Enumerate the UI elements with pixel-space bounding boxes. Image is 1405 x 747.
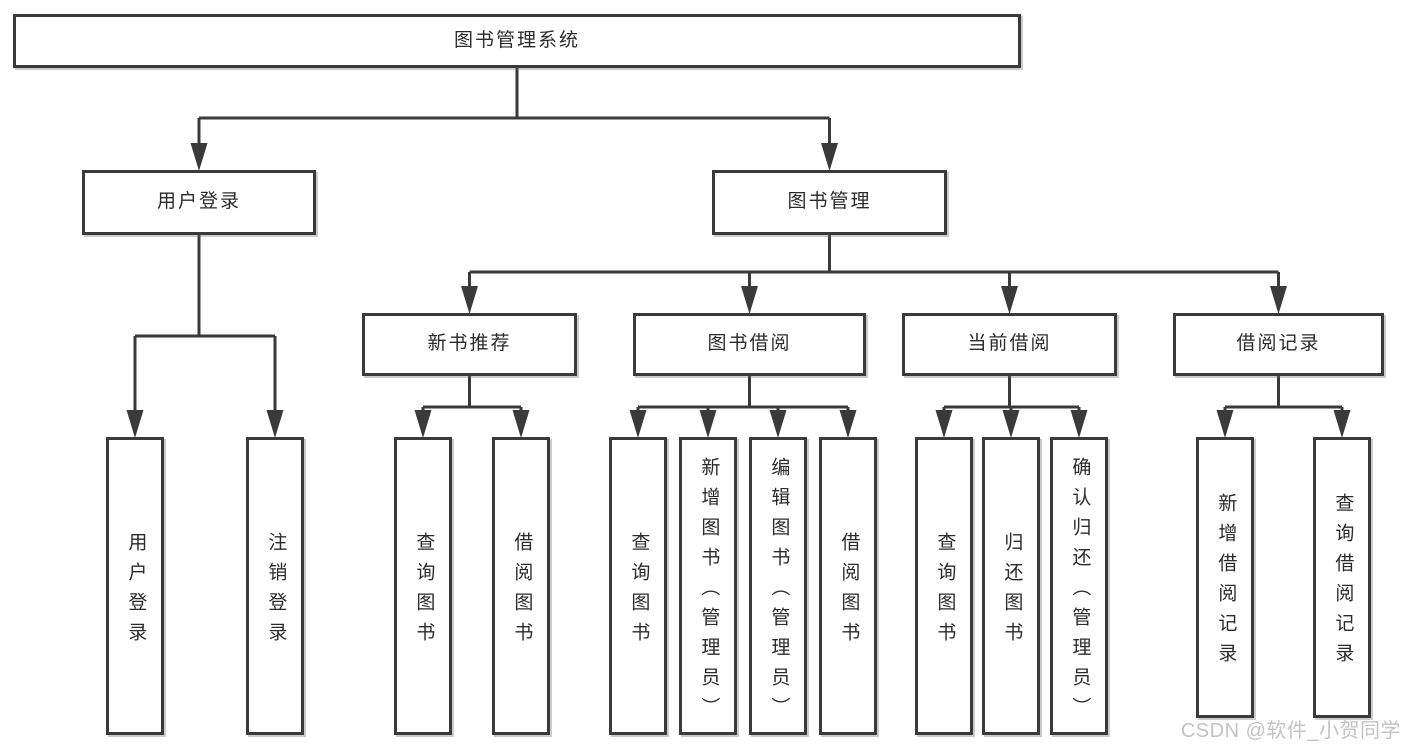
node-label-book-management: 图书管理	[787, 191, 872, 213]
node-label-leaf-query-book-3: 查询图书	[934, 531, 956, 652]
node-label-new-book-recommend: 新书推荐	[427, 333, 512, 355]
watermark: CSDN @软件_小贺同学	[1180, 720, 1401, 742]
node-leaf-query-record: 查询借阅记录	[1313, 437, 1371, 718]
node-borrow-records: 借阅记录	[1173, 313, 1384, 376]
node-label-leaf-confirm-return: 确认归还（管理员）	[1069, 456, 1091, 727]
node-leaf-add-record: 新增借阅记录	[1196, 437, 1254, 718]
node-new-book-recommend: 新书推荐	[362, 313, 577, 376]
node-label-leaf-borrow-book-2: 借阅图书	[838, 531, 860, 652]
node-label-root: 图书管理系统	[453, 29, 580, 51]
node-leaf-return-book: 归还图书	[982, 437, 1040, 735]
node-leaf-query-book-2: 查询图书	[609, 437, 667, 735]
node-label-leaf-query-book-1: 查询图书	[413, 531, 435, 652]
node-book-management: 图书管理	[712, 170, 947, 235]
node-label-leaf-query-book-2: 查询图书	[628, 531, 650, 652]
node-leaf-query-book-3: 查询图书	[915, 437, 973, 735]
node-label-current-borrow: 当前借阅	[967, 333, 1052, 355]
node-user-login: 用户登录	[82, 170, 316, 235]
node-label-leaf-add-book: 新增图书（管理员）	[698, 456, 720, 727]
node-leaf-borrow-book-1: 借阅图书	[492, 437, 550, 735]
node-label-leaf-query-record: 查询借阅记录	[1332, 493, 1354, 673]
node-label-leaf-logout: 注销登录	[265, 531, 287, 652]
node-label-leaf-user-login: 用户登录	[125, 531, 147, 652]
node-label-leaf-return-book: 归还图书	[1001, 531, 1023, 652]
node-current-borrow: 当前借阅	[902, 313, 1117, 376]
node-book-borrow: 图书借阅	[633, 313, 866, 376]
node-root: 图书管理系统	[13, 14, 1021, 68]
node-leaf-user-login: 用户登录	[106, 437, 164, 735]
node-label-book-borrow: 图书借阅	[707, 333, 792, 355]
node-label-borrow-records: 借阅记录	[1236, 333, 1321, 355]
node-label-leaf-borrow-book-1: 借阅图书	[511, 531, 533, 652]
node-leaf-borrow-book-2: 借阅图书	[819, 437, 877, 735]
node-leaf-add-book: 新增图书（管理员）	[679, 437, 737, 735]
node-leaf-query-book-1: 查询图书	[394, 437, 452, 735]
node-label-leaf-add-record: 新增借阅记录	[1215, 493, 1237, 673]
node-leaf-confirm-return: 确认归还（管理员）	[1050, 437, 1108, 735]
node-leaf-logout: 注销登录	[246, 437, 304, 735]
node-label-user-login: 用户登录	[156, 191, 241, 213]
node-label-leaf-edit-book: 编辑图书（管理员）	[768, 456, 790, 727]
node-leaf-edit-book: 编辑图书（管理员）	[749, 437, 807, 735]
